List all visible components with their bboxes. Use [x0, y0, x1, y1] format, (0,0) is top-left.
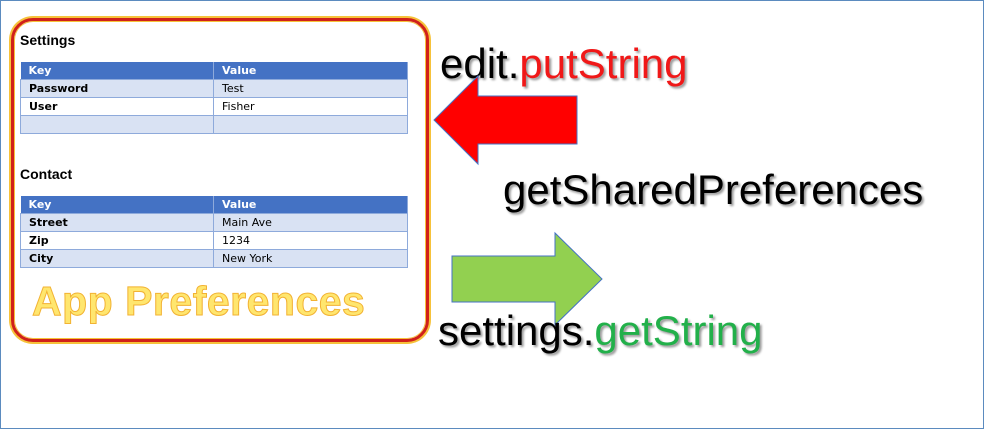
row-value: Main Ave	[213, 213, 408, 232]
key-column-header: Key	[20, 62, 214, 80]
table-header-row: Key Value	[20, 62, 408, 80]
put-string-label: edit.putString	[440, 40, 688, 88]
put-method-text: putString	[519, 40, 688, 87]
row-key: Password	[20, 79, 214, 98]
row-key	[20, 115, 214, 134]
settings-section-title: Settings	[20, 32, 76, 48]
value-column-header: Value	[213, 196, 408, 214]
row-key: Street	[20, 213, 214, 232]
row-value: New York	[213, 249, 408, 268]
settings-table: Key Value Password Test User Fisher	[20, 62, 408, 134]
value-column-header: Value	[213, 62, 408, 80]
app-preferences-label: App Preferences	[31, 278, 366, 325]
table-row: City New York	[20, 249, 408, 268]
left-arrow-icon	[433, 74, 578, 166]
row-value	[213, 115, 408, 134]
get-string-label: settings.getString	[438, 307, 763, 355]
get-method-text: getString	[594, 307, 763, 354]
row-key: Zip	[20, 231, 214, 250]
get-object-text: settings.	[438, 307, 595, 354]
right-arrow-icon	[451, 231, 603, 327]
table-row: Zip 1234	[20, 231, 408, 250]
key-column-header: Key	[20, 196, 214, 214]
table-row: Password Test	[20, 79, 408, 98]
row-key: User	[20, 97, 214, 116]
contact-section-title: Contact	[20, 166, 73, 182]
table-row	[20, 115, 408, 134]
row-value: Test	[213, 79, 408, 98]
put-object-text: edit.	[440, 40, 520, 87]
contact-table: Key Value Street Main Ave Zip 1234 City …	[20, 196, 408, 268]
row-value: 1234	[213, 231, 408, 250]
row-key: City	[20, 249, 214, 268]
get-shared-preferences-label: getSharedPreferences	[503, 166, 924, 213]
put-arrow-shape	[433, 74, 578, 166]
table-row: Street Main Ave	[20, 213, 408, 232]
table-header-row: Key Value	[20, 196, 408, 214]
get-arrow-shape	[451, 231, 603, 327]
row-value: Fisher	[213, 97, 408, 116]
table-row: User Fisher	[20, 97, 408, 116]
